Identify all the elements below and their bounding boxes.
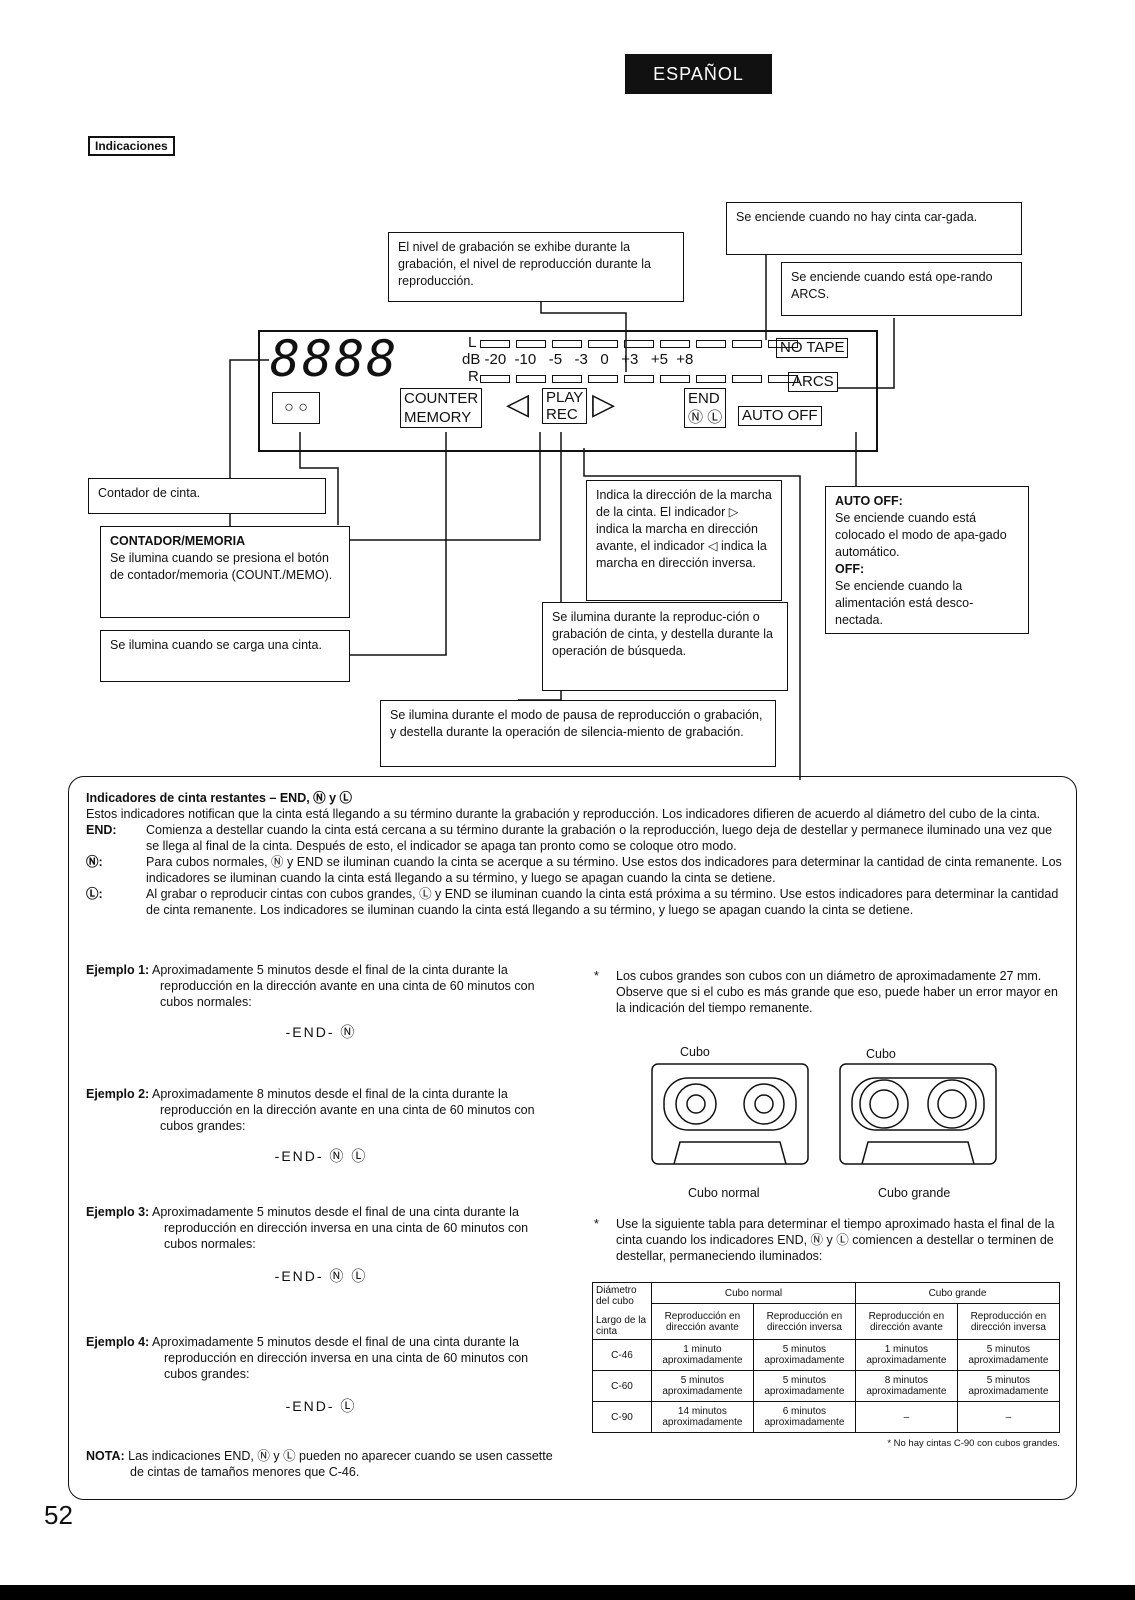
page-number: 52	[44, 1500, 73, 1530]
callout-auto-off: AUTO OFF:Se enciende cuando está colocad…	[825, 486, 1029, 634]
example-4: Ejemplo 4: Aproximadamente 5 minutos des…	[86, 1334, 556, 1414]
meter-right-label: R	[468, 368, 479, 385]
cubo-label-grande: Cubo	[866, 1047, 896, 1061]
cassette-normal-icon	[651, 1063, 809, 1165]
display-panel: 8888 L dB -20 -10 -5 -3 0 +3 +5 +8 R NO …	[258, 330, 878, 452]
remaining-tape-panel	[68, 776, 1077, 1500]
l-description: Ⓛ:Al grabar o reproducir cintas con cubo…	[86, 887, 1059, 917]
cubo-normal-caption: Cubo normal	[688, 1186, 760, 1200]
cassette-grande-icon	[839, 1063, 997, 1165]
end-blink-icon: -END- Ⓝ	[285, 1024, 357, 1040]
callout-level: El nivel de grabación se exhibe durante …	[388, 232, 684, 302]
n-description: Ⓝ:Para cubos normales, Ⓝ y END se ilumin…	[86, 855, 1062, 885]
nota: NOTA: Las indicaciones END, Ⓝ y Ⓛ pueden…	[86, 1449, 553, 1479]
callout-play-rec: Se ilumina durante la reproduc-ción o gr…	[542, 602, 788, 691]
reverse-arrow-icon: ◁	[506, 388, 530, 421]
meter-right	[480, 375, 798, 383]
remaining-intro: Estos indicadores notifican que la cinta…	[86, 807, 1041, 821]
callout-tape-loaded: Se ilumina cuando se carga una cinta.	[100, 630, 350, 682]
section-title: Indicaciones	[88, 136, 175, 156]
cassette-illustrations	[651, 1063, 997, 1165]
example-1: Ejemplo 1: Aproximadamente 5 minutos des…	[86, 962, 556, 1040]
arcs-indicator: ARCS	[788, 372, 838, 392]
meter-left-label: L	[468, 334, 477, 351]
note-large-hubs: * Los cubos grandes son cubos con un diá…	[594, 969, 1058, 1015]
end-blink-icon: -END- Ⓛ	[285, 1398, 357, 1414]
end-blink-icon: -END- Ⓝ Ⓛ	[274, 1148, 368, 1164]
note-table-intro: * Use la siguiente tabla para determinar…	[594, 1217, 1055, 1263]
remaining-title: Indicadores de cinta restantes – END, Ⓝ …	[86, 791, 353, 805]
end-blink-icon: -END- Ⓝ Ⓛ	[274, 1268, 368, 1284]
remaining-tape-text: Indicadores de cinta restantes – END, Ⓝ …	[86, 790, 1066, 918]
callout-pause: Se ilumina durante el modo de pausa de r…	[380, 700, 776, 767]
forward-arrow-icon: ▷	[592, 388, 616, 421]
meter-scale: dB -20 -10 -5 -3 0 +3 +5 +8	[462, 351, 694, 368]
scan-bottom-edge	[0, 1585, 1135, 1600]
counter-digits: 8888	[270, 330, 399, 388]
no-tape-indicator: NO TAPE	[776, 338, 849, 358]
meter-left	[480, 340, 798, 348]
auto-off-indicator: AUTO OFF	[738, 406, 822, 426]
cubo-grande-caption: Cubo grande	[878, 1186, 951, 1200]
example-2: Ejemplo 2: Aproximadamente 8 minutos des…	[86, 1086, 556, 1164]
cassette-icon: ○ ○	[272, 392, 320, 424]
language-banner: ESPAÑOL	[625, 54, 772, 94]
callout-counter: Contador de cinta.	[88, 478, 326, 514]
callout-no-tape: Se enciende cuando no hay cinta car-gada…	[726, 202, 1022, 255]
example-3: Ejemplo 3: Aproximadamente 5 minutos des…	[86, 1204, 556, 1284]
callout-direction: Indica la dirección de la marcha de la c…	[586, 480, 782, 601]
end-description: END:Comienza a destellar cuando la cinta…	[86, 823, 1053, 853]
cubo-label-normal: Cubo	[680, 1045, 710, 1059]
callout-arcs: Se enciende cuando está ope-rando ARCS.	[781, 262, 1022, 316]
callout-lines	[229, 250, 895, 780]
group-normal: Cubo normal	[651, 1281, 856, 1305]
table-footnote: * No hay cintas C-90 con cubos grandes.	[887, 1438, 1060, 1449]
group-grande: Cubo grande	[854, 1281, 1061, 1305]
